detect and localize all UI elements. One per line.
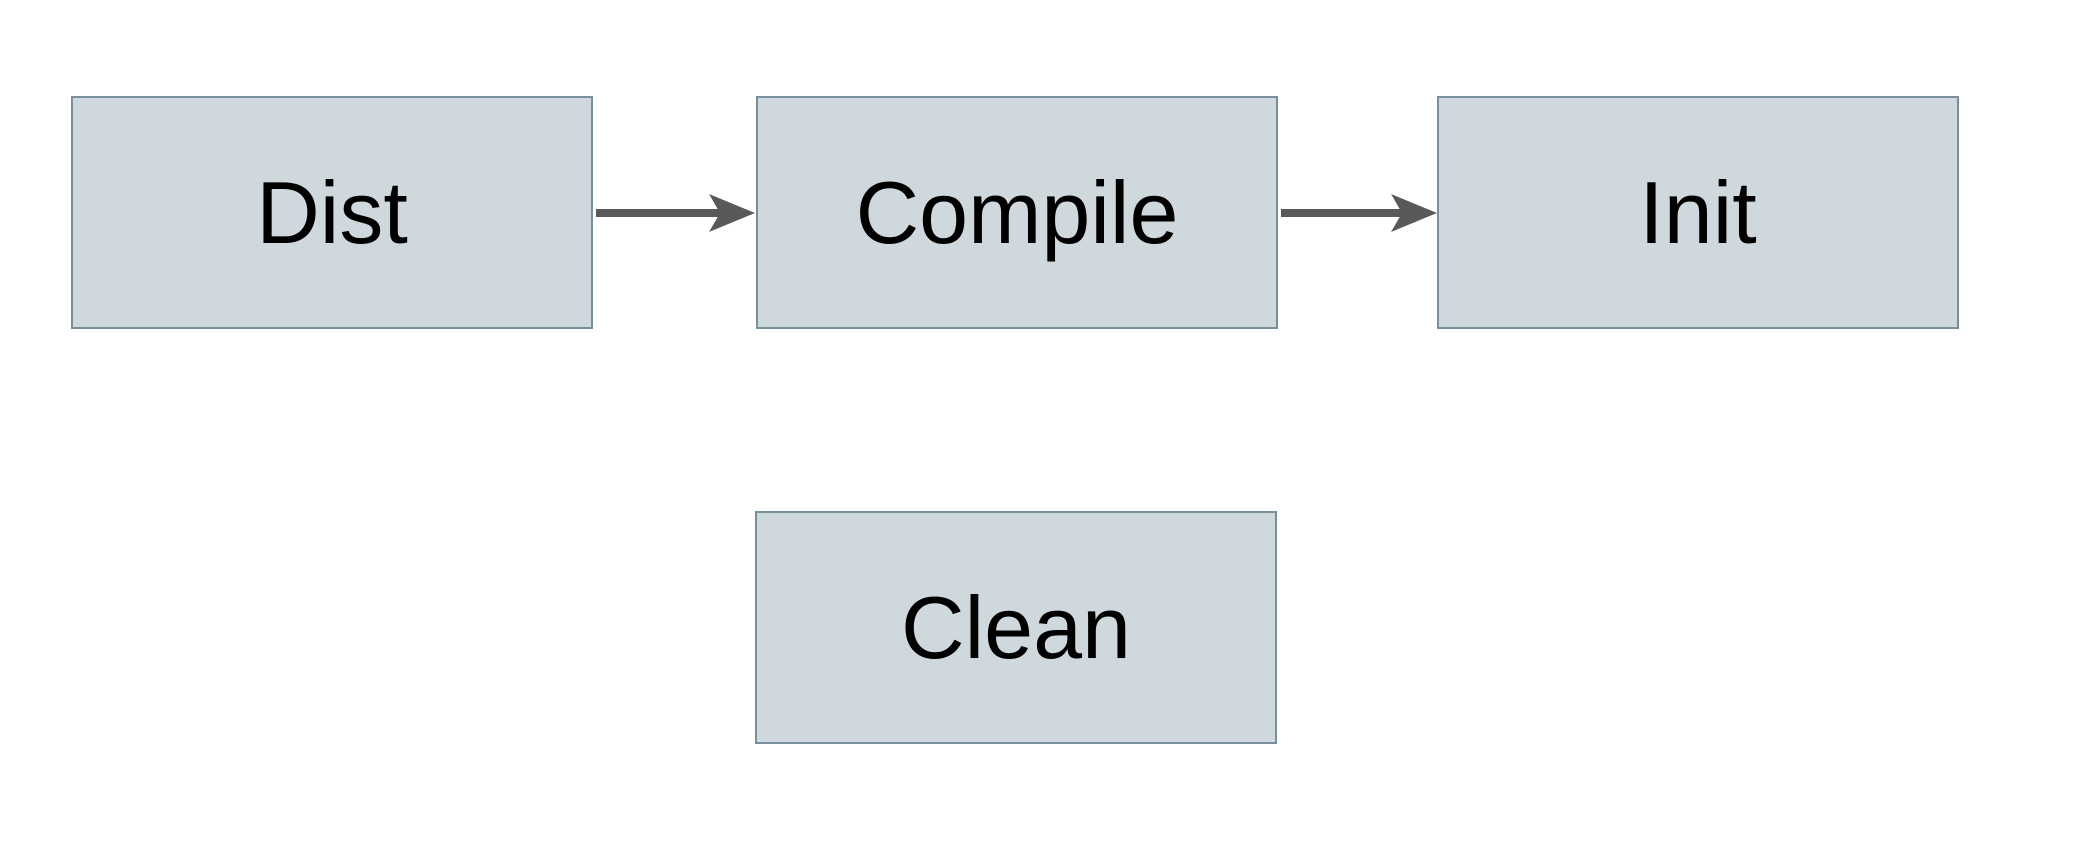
node-compile-label: Compile (855, 162, 1179, 262)
node-dist-label: Dist (256, 162, 408, 262)
node-clean-label: Clean (901, 577, 1131, 677)
node-compile[interactable]: Compile (756, 96, 1278, 329)
arrow-dist-to-compile-head (709, 194, 755, 232)
arrow-compile-to-init-head (1391, 194, 1437, 232)
node-init-label: Init (1639, 162, 1757, 262)
arrow-compile-to-init (1281, 194, 1437, 232)
node-clean[interactable]: Clean (755, 511, 1277, 744)
arrow-dist-to-compile (596, 194, 755, 232)
node-init[interactable]: Init (1437, 96, 1959, 329)
node-dist[interactable]: Dist (71, 96, 593, 329)
